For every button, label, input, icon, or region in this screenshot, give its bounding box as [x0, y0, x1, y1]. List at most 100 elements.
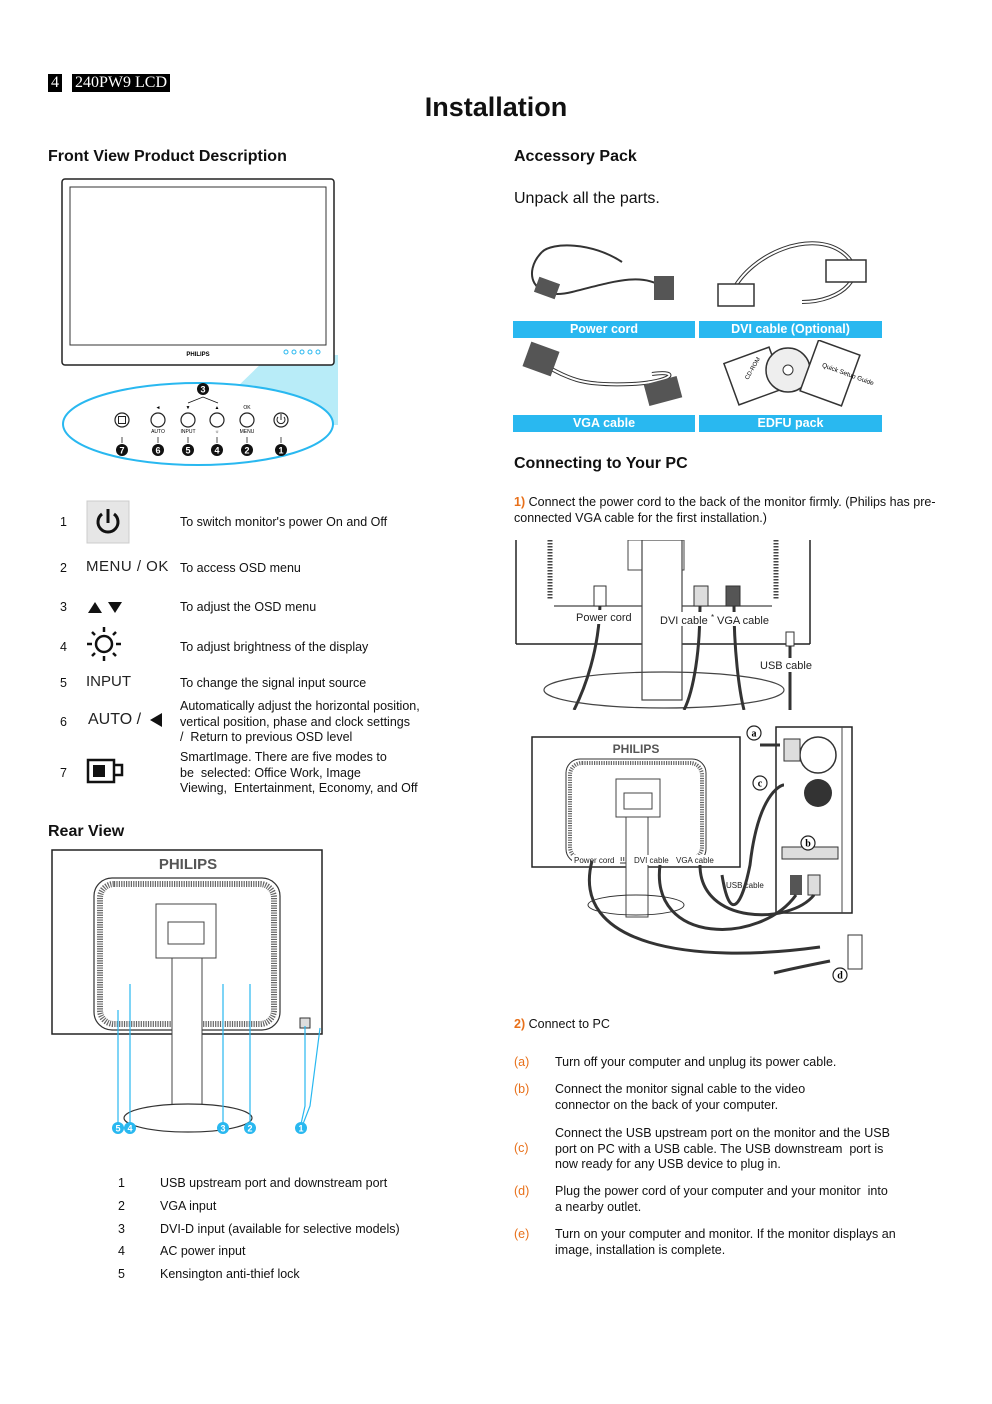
callout-badge	[116, 444, 128, 456]
menu-ok-icon: MENU / OK	[86, 558, 169, 575]
callout-badge	[275, 444, 287, 456]
svg-text:Power cord: Power cord	[576, 612, 632, 624]
rear-view-heading: Rear View	[48, 823, 125, 840]
letter: a	[752, 729, 757, 740]
callout-number: 2	[247, 1124, 252, 1134]
accessory-pack-heading: Accessory Pack	[514, 148, 637, 165]
front-button-1: 7	[114, 412, 130, 456]
front-button-6: 1	[273, 412, 289, 456]
button-top-label: OK	[243, 405, 251, 411]
step-2: 2) Connect to PC	[514, 1017, 610, 1033]
rear-callout-3: 3	[217, 1122, 229, 1134]
substep-a-text: Turn off your computer and unplug its po…	[555, 1055, 837, 1069]
model-label: 240PW9 LCD	[72, 74, 170, 92]
front-brand-logo: PHILIPS	[186, 352, 209, 358]
connection-diagram-2: PHILIPS Power cord DVI cable VGA cable U…	[531, 725, 863, 983]
svg-text:USB cable: USB cable	[760, 660, 812, 672]
callout-number: 3	[220, 1124, 225, 1134]
callout-number: 4	[214, 446, 219, 456]
button-zoom-ellipse	[62, 382, 334, 466]
control-number: 6	[60, 715, 67, 729]
control-number: 7	[60, 766, 67, 780]
svg-text:VGA cable: VGA cable	[676, 856, 714, 865]
svg-text:Power cord: Power cord	[574, 856, 614, 865]
power-cord-image	[531, 244, 674, 300]
svg-text:*: *	[711, 613, 714, 622]
connecting-heading: Connecting to Your PC	[514, 455, 688, 472]
power-icon	[86, 500, 130, 544]
diagram-2-letter-callouts: a b c d	[746, 725, 848, 983]
control-description: To adjust the OSD menu	[180, 600, 317, 614]
callout-badge	[182, 444, 194, 456]
button-top-label: ◄	[156, 405, 161, 411]
substep-c-letter: (c)	[514, 1141, 529, 1155]
svg-text:VGA cable: VGA cable	[717, 615, 769, 627]
substep-e-text: Turn on your computer and monitor. If th…	[555, 1227, 896, 1257]
letter-callout-d: d	[832, 967, 848, 983]
callout-number: 5	[115, 1124, 120, 1134]
letter-callout-c: c	[752, 775, 768, 791]
letter: c	[758, 779, 763, 790]
smartimage-icon	[86, 758, 124, 784]
button-bottom-label: AUTO	[151, 429, 165, 435]
control-description: SmartImage. There are five modes to be s…	[180, 750, 418, 795]
letter: b	[805, 839, 811, 850]
substep-e-letter: (e)	[514, 1227, 530, 1241]
button-top-label: ▼	[186, 405, 191, 411]
control-row-2: 2 MENU / OK To access OSD menu	[48, 556, 448, 580]
button-bottom-label: MENU	[240, 429, 255, 435]
rear-brand-logo: PHILIPS	[159, 856, 217, 873]
dvi-cable-image	[717, 241, 867, 307]
control-number: 1	[60, 515, 67, 529]
substep-b-text: Connect the monitor signal cable to the …	[555, 1082, 806, 1112]
power-and-dvi-cable-images	[531, 241, 867, 307]
button-top-label: ▲	[215, 405, 220, 411]
step-1-number: 1)	[514, 495, 526, 509]
auto-icon: AUTO /	[88, 711, 142, 728]
control-number: 3	[60, 600, 67, 614]
control-row-1: 1 To switch monitor's power On and Off	[48, 500, 448, 544]
letter-callout-b: b	[800, 835, 816, 851]
letter: d	[837, 971, 843, 982]
svg-text:DVI cable: DVI cable	[634, 856, 669, 865]
control-number: 5	[60, 676, 67, 690]
front-view-heading: Front View Product Description	[48, 148, 287, 165]
control-description: Automatically adjust the horizontal posi…	[180, 699, 420, 744]
vga-cable-image	[522, 341, 683, 407]
control-description: To adjust brightness of the display	[180, 640, 369, 654]
callout-number: 7	[119, 446, 124, 456]
substep-d-text: Plug the power cord of your computer and…	[555, 1184, 888, 1214]
vga-cable-label: VGA cable	[513, 415, 695, 432]
control-row-4: 4 To adjust brightness of the display	[48, 626, 448, 662]
control-description: To change the signal input source	[180, 676, 367, 690]
brightness-icon	[87, 627, 121, 661]
control-description: To switch monitor's power On and Off	[180, 515, 388, 529]
callout-number: 2	[244, 446, 249, 456]
step-2-number: 2)	[514, 1017, 526, 1031]
input-icon: INPUT	[86, 673, 131, 690]
edfu-pack-label: EDFU pack	[699, 415, 882, 432]
front-led-buttons	[283, 349, 321, 355]
control-row-5: 5 INPUT To change the signal input sourc…	[48, 672, 448, 694]
front-button-5: OK MENU 2	[239, 405, 255, 456]
svg-text:DVI cable: DVI cable	[660, 615, 708, 627]
callout-number: 4	[127, 1124, 132, 1134]
power-cord-label: Power cord	[513, 321, 695, 338]
rear-callout-4: 4	[124, 1122, 136, 1134]
accessory-intro: Unpack all the parts.	[514, 190, 660, 207]
callout-badge	[152, 444, 164, 456]
substep-b-letter: (b)	[514, 1082, 530, 1096]
step-1: 1) Connect the power cord to the back of…	[514, 495, 944, 526]
left-arrow-icon	[150, 713, 162, 727]
step-1-text: Connect the power cord to the back of th…	[514, 495, 936, 525]
callout-number: 5	[185, 446, 190, 456]
control-row-6: 6 AUTO / Automatically adjust the horizo…	[48, 699, 448, 747]
rear-callout-1: 1	[295, 1122, 307, 1134]
callout-badge	[211, 444, 223, 456]
button-bottom-label: INPUT	[181, 429, 196, 435]
